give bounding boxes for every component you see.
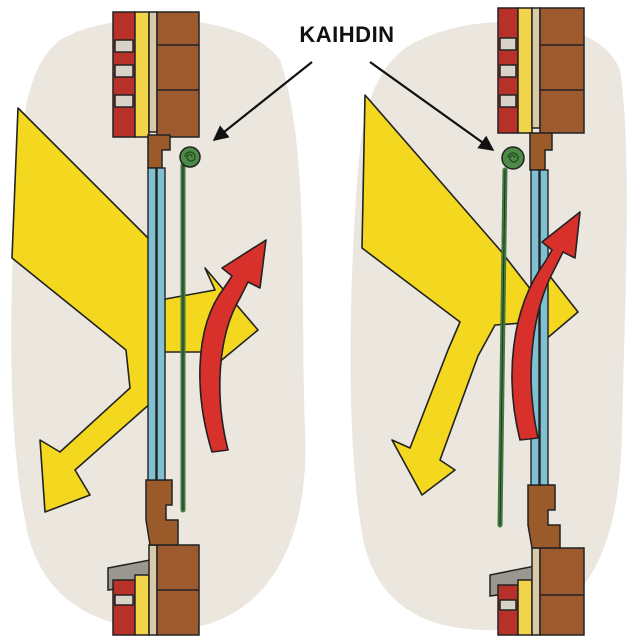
left-glass-pane [148,168,165,480]
right-panel [351,8,627,635]
left-panel [11,12,305,635]
rolled-blind-icon [502,147,524,169]
blind-label: KAIHDIN [282,22,412,48]
rolled-blind-icon [180,147,200,167]
left-upper-wall [113,12,199,137]
right-upper-wall [498,8,584,133]
